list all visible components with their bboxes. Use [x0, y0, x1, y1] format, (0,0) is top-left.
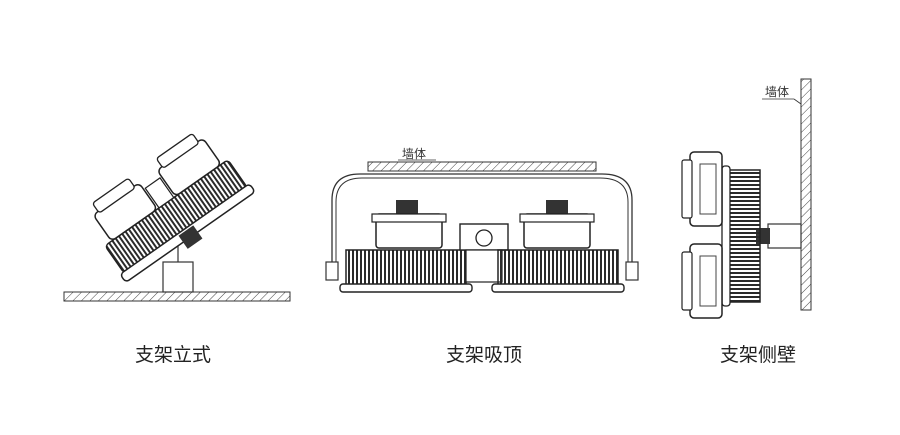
tilted-luminaire	[92, 133, 255, 282]
module-left	[339, 200, 473, 293]
caption-wall-mount: 支架侧壁	[719, 344, 796, 366]
ceiling-slab	[367, 161, 597, 172]
caption-stand-mount: 支架立式	[134, 344, 211, 366]
wall-label: 墙体	[765, 85, 789, 99]
junction-box	[459, 223, 509, 283]
stand-post	[162, 261, 194, 293]
caption-ceiling-mount: 支架吸顶	[445, 344, 522, 366]
panel-wall-mount: 墙体	[681, 78, 812, 319]
wall-bracket	[767, 223, 802, 249]
floor-slab	[63, 291, 291, 302]
panel-stand-mount	[63, 133, 291, 302]
ceiling-bracket	[331, 173, 633, 268]
wall-label: 墙体	[402, 147, 426, 161]
module-right	[491, 200, 625, 293]
panel-ceiling-mount: 墙体	[325, 147, 639, 293]
side-wall	[800, 78, 812, 311]
